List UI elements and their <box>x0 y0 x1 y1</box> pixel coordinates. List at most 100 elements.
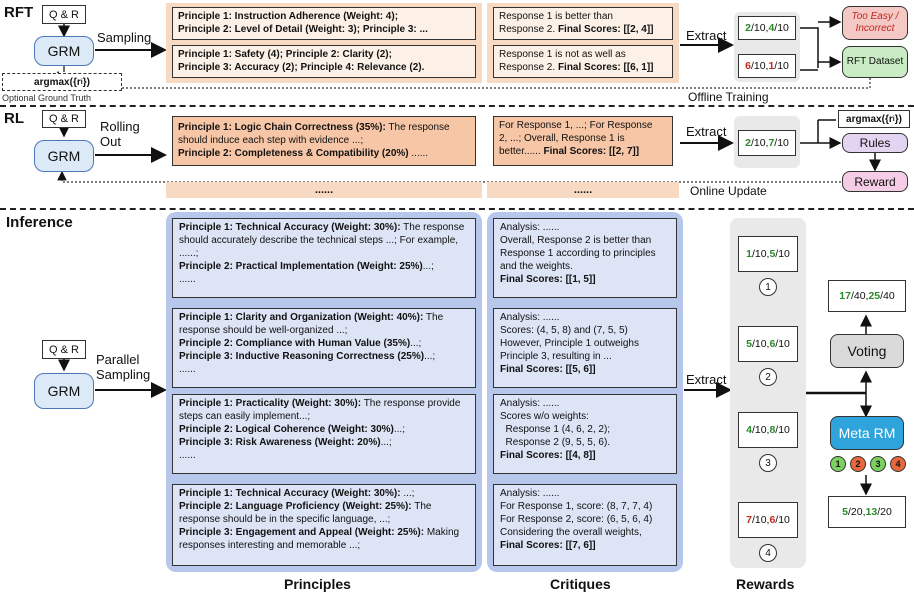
text-segment: ...; <box>424 351 436 362</box>
section-label-rl: RL <box>4 110 24 127</box>
reward-score-a: 1 <box>746 248 752 260</box>
text-segment: ...... <box>179 450 196 461</box>
reward-score-a: 5 <box>746 338 752 350</box>
text-segment: Response 1 (4, 6, 2, 2); <box>500 424 611 435</box>
offline-training-label: Offline Training <box>688 90 769 104</box>
text-segment: Scores w/o weights: <box>500 411 589 422</box>
text-segment: Analysis: ...... <box>500 398 560 409</box>
meta-mark-3: 3 <box>870 456 886 472</box>
text-segment: However, Principle 1 outweighs Principle… <box>500 338 639 362</box>
text-segment: ...; <box>410 338 422 349</box>
section-label-inference: Inference <box>6 214 73 231</box>
rft-principle-box-1: Principle 1: Instruction Adherence (Weig… <box>172 7 476 40</box>
inference-critique-box-3: Analysis: ...... Scores w/o weights: Resp… <box>493 394 677 474</box>
rl-score-box: 2/10, 7/10 <box>738 130 796 156</box>
text-segment: Scores: (4, 5, 8) and (7, 5, 5) <box>500 325 628 336</box>
footer-rewards: Rewards <box>736 576 795 592</box>
text-segment: Principle 1: Technical Accuracy (Weight:… <box>179 488 401 499</box>
inference-principle-box-4: Principle 1: Technical Accuracy (Weight:… <box>172 484 476 566</box>
rl-ellipsis-critiques: ...... <box>487 182 679 198</box>
text-segment: ...; <box>400 488 415 499</box>
divider-rft-rl <box>0 105 914 107</box>
rft-score-box-1: 2/10, 4/10 <box>738 16 796 40</box>
text-segment: Overall, Response 2 is better than Respo… <box>500 235 656 272</box>
text-segment: Final Scores: [[4, 8]] <box>500 450 596 461</box>
text-segment: Principle 1: Clarity and Organization (W… <box>179 312 424 323</box>
text-segment: Considering the overall weights, <box>500 527 642 538</box>
rft-dataset-box: RFT Dataset <box>842 46 908 78</box>
rolling-out-label: Rolling Out <box>100 119 140 149</box>
rl-ellipsis-principles: ...... <box>166 182 482 198</box>
text-segment: For Response 2, score: (6, 5, 6, 4) <box>500 514 653 525</box>
text-segment: ...; <box>393 424 405 435</box>
inference-principle-box-2: Principle 1: Clarity and Organization (W… <box>172 308 476 388</box>
text-segment: Principle 1: Practicality (Weight: 30%): <box>179 398 362 409</box>
meta-rm-box: Meta RM <box>830 416 904 450</box>
text-segment: For Response 1, score: (8, 7, 7, 4) <box>500 501 653 512</box>
qr-box-rft: Q & R <box>42 5 86 24</box>
text-segment: Principle 2: Practical Implementation (W… <box>179 261 423 272</box>
text-segment: The response should be well-organized ..… <box>179 312 444 336</box>
voting-score-box: 17/40, 25/40 <box>828 280 906 312</box>
text-segment: Principle 3: Engagement and Appeal (Weig… <box>179 527 425 538</box>
text-segment: Principle 2: Compliance with Human Value… <box>179 338 411 349</box>
extract-label-rl: Extract <box>686 124 727 139</box>
text-segment: The response provide steps can easily im… <box>179 398 461 422</box>
meta-mark-1: 1 <box>830 456 846 472</box>
rules-box: Rules <box>842 133 908 153</box>
reward-score-b: 5 <box>769 248 776 260</box>
parallel-sampling-label: Parallel Sampling <box>96 352 151 382</box>
grm-box-rl: GRM <box>34 140 94 172</box>
inference-critique-box-2: Analysis: ...... Scores: (4, 5, 8) and (7… <box>493 308 677 388</box>
reward-score-b: 6 <box>769 338 776 350</box>
text-segment: Making responses interesting and memorab… <box>179 527 460 551</box>
grm-box-inference: GRM <box>34 373 94 409</box>
reward-score-b: 8 <box>769 424 776 436</box>
reward-index-circle: 3 <box>759 454 777 472</box>
text-segment: The response should be in the specific l… <box>179 501 432 525</box>
text-segment: Analysis: ...... <box>500 312 560 323</box>
meta-score-box: 5/20, 13/20 <box>828 496 906 528</box>
voting-box: Voting <box>830 334 904 368</box>
text-segment: Analysis: ...... <box>500 488 560 499</box>
reward-score-box: 4/10, 8/10 <box>738 412 798 448</box>
reward-box: Reward <box>842 171 908 192</box>
text-segment: Principle 1: Technical Accuracy (Weight:… <box>179 222 401 233</box>
reward-score-box: 7/10, 6/10 <box>738 502 798 538</box>
divider-rl-inference <box>0 208 914 210</box>
optional-ground-truth: Optional Ground Truth <box>2 93 92 103</box>
extract-label-rft: Extract <box>686 28 727 43</box>
inference-critique-box-1: Analysis: ......Overall, Response 2 is b… <box>493 218 677 298</box>
inference-principle-box-1: Principle 1: Technical Accuracy (Weight:… <box>172 218 476 298</box>
reward-score-a: 4 <box>746 424 752 436</box>
text-segment: ...... <box>179 274 196 285</box>
footer-critiques: Critiques <box>550 576 611 592</box>
meta-mark-2-rejected: 2 <box>850 456 866 472</box>
meta-mark-4-rejected: 4 <box>890 456 906 472</box>
text-segment: Final Scores: [[5, 6]] <box>500 364 596 375</box>
text-segment: ...... <box>179 364 196 375</box>
rft-principle-box-2: Principle 1: Safety (4); Principle 2: Cl… <box>172 45 476 78</box>
sampling-label: Sampling <box>97 30 152 45</box>
grm-box-rft: GRM <box>34 36 94 66</box>
footer-principles: Principles <box>284 576 351 592</box>
reward-index-circle: 4 <box>759 544 777 562</box>
inference-critique-box-4: Analysis: ...... For Response 1, score: (… <box>493 484 677 566</box>
text-segment: The response should accurately describe … <box>179 222 465 259</box>
text-segment: ...; <box>380 437 392 448</box>
too-easy-box: Too Easy / Incorrect <box>842 6 908 40</box>
rft-score-box-2: 6/10, 1/10 <box>738 54 796 78</box>
text-segment: Response 2 (9, 5, 5, 6). <box>500 437 611 448</box>
reward-index-circle: 1 <box>759 278 777 296</box>
qr-box-rl: Q & R <box>42 110 86 128</box>
text-segment: ...; <box>422 261 434 272</box>
rl-principle-box: Principle 1: Logic Chain Correctness (35… <box>172 116 476 166</box>
inference-principle-box-3: Principle 1: Practicality (Weight: 30%):… <box>172 394 476 474</box>
text-segment: Final Scores: [[1, 5]] <box>500 274 596 285</box>
reward-score-a: 7 <box>746 514 752 526</box>
reward-score-box: 1/10, 5/10 <box>738 236 798 272</box>
